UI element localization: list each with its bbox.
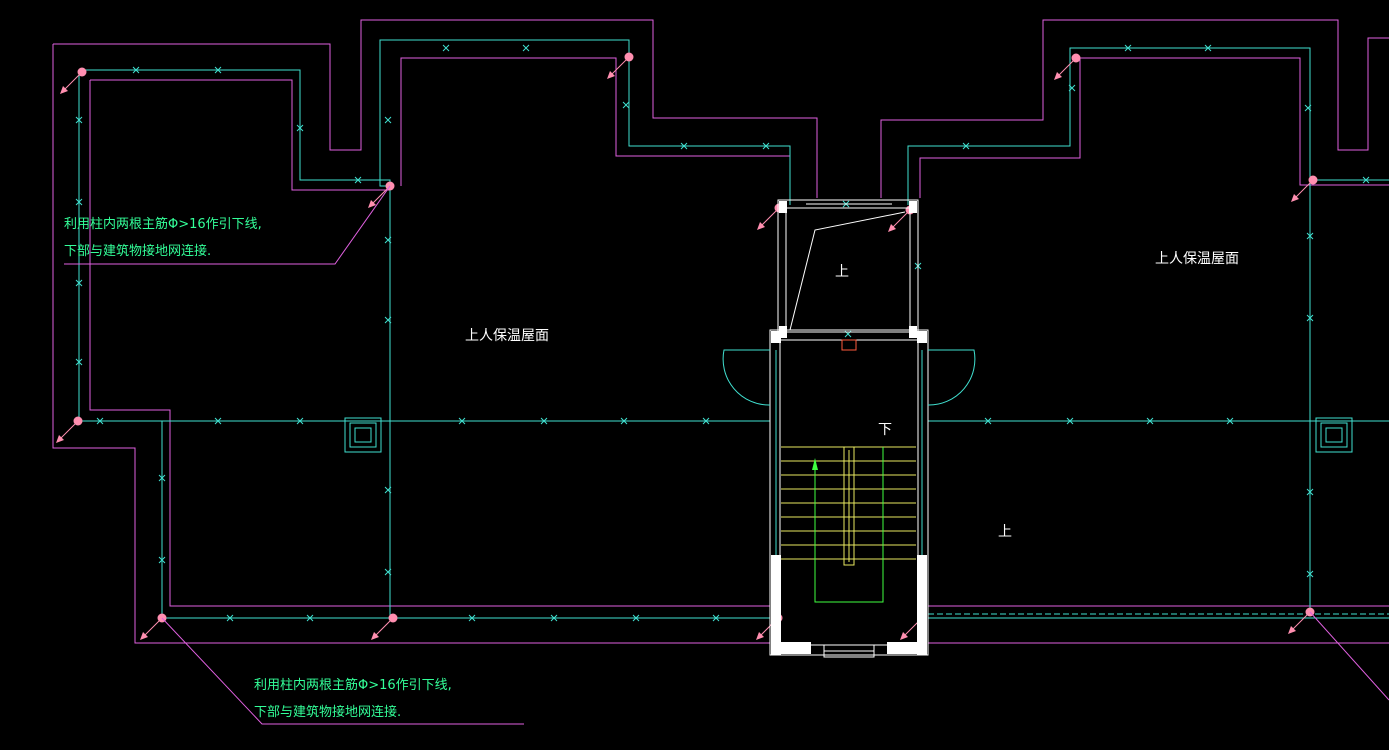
down-conductor-arrowhead — [607, 71, 615, 79]
support-x-marker — [1204, 44, 1212, 52]
lightning-conductor-network — [78, 39, 1389, 620]
down-conductor-point[interactable] — [1071, 53, 1081, 63]
stair-up-label-right: 上 — [998, 524, 1012, 540]
support-x-marker — [632, 614, 640, 622]
down-conductor-arrowhead — [900, 632, 908, 640]
stair-up-label-top: 上 — [835, 264, 849, 280]
support-x-marker — [354, 176, 362, 184]
stair-core — [722, 199, 976, 658]
down-conductor-arrowhead — [140, 632, 148, 640]
support-x-marker — [384, 486, 392, 494]
support-x-marker — [622, 101, 630, 109]
support-x-marker — [522, 44, 530, 52]
support-x-marker — [984, 417, 992, 425]
support-x-marker — [96, 417, 104, 425]
support-x-marker — [296, 124, 304, 132]
support-x-marker — [1124, 44, 1132, 52]
support-x-marker — [132, 66, 140, 74]
support-x-marker — [75, 358, 83, 366]
support-x-marker — [1306, 232, 1314, 240]
down-conductor-point[interactable] — [624, 52, 634, 62]
down-conductor-arrowhead — [1288, 626, 1296, 634]
support-x-marker — [712, 614, 720, 622]
note-leaders — [64, 185, 1389, 725]
support-x-marker — [702, 417, 710, 425]
support-x-marker — [384, 316, 392, 324]
support-x-marker — [540, 417, 548, 425]
down-conductor-arrowhead — [371, 632, 379, 640]
down-conductor-points — [56, 52, 1318, 640]
support-x-marker — [1226, 417, 1234, 425]
support-x-marker — [550, 614, 558, 622]
note-bottom-line2: 下部与建筑物接地网连接. — [254, 704, 401, 720]
support-x-marker — [762, 142, 770, 150]
note-top-line1: 利用柱内两根主筋Φ>16作引下线, — [64, 216, 262, 232]
support-x-marker — [75, 279, 83, 287]
down-conductor-point[interactable] — [1308, 175, 1318, 185]
note-top-line2: 下部与建筑物接地网连接. — [64, 243, 211, 259]
support-x-marker — [1306, 570, 1314, 578]
support-x-marker — [442, 44, 450, 52]
down-conductor-arrowhead — [368, 200, 376, 208]
note-bottom-line1: 利用柱内两根主筋Φ>16作引下线, — [254, 677, 452, 693]
support-x-marker — [458, 417, 466, 425]
down-conductor-arrowhead — [757, 222, 765, 230]
support-x-marker — [1068, 84, 1076, 92]
support-x-marker — [214, 417, 222, 425]
building-outline — [52, 19, 1389, 644]
support-x-marker — [306, 614, 314, 622]
down-conductor-point[interactable] — [77, 67, 87, 77]
support-x-marker — [1066, 417, 1074, 425]
conductor-support-markers — [75, 44, 1370, 622]
down-conductor-arrowhead — [60, 86, 68, 94]
support-x-marker — [1306, 488, 1314, 496]
down-conductor-arrowhead — [56, 435, 64, 443]
down-conductor-arrowhead — [1054, 72, 1062, 80]
roof-label-left: 上人保温屋面 — [465, 328, 549, 344]
support-x-marker — [1306, 314, 1314, 322]
support-x-marker — [620, 417, 628, 425]
column-box-right — [1315, 417, 1353, 453]
support-x-marker — [680, 142, 688, 150]
roof-label-right: 上人保温屋面 — [1155, 251, 1239, 267]
support-x-marker — [962, 142, 970, 150]
support-x-marker — [226, 614, 234, 622]
support-x-marker — [1146, 417, 1154, 425]
stair-down-label: 下 — [878, 422, 892, 438]
support-x-marker — [468, 614, 476, 622]
down-conductor-arrowhead — [756, 632, 764, 640]
support-x-marker — [158, 474, 166, 482]
down-conductor-arrowhead — [1291, 194, 1299, 202]
support-x-marker — [384, 236, 392, 244]
support-x-marker — [1304, 104, 1312, 112]
support-x-marker — [296, 417, 304, 425]
column-box-left — [344, 417, 382, 453]
down-conductor-point[interactable] — [73, 416, 83, 426]
support-x-marker — [75, 198, 83, 206]
support-x-marker — [1362, 176, 1370, 184]
support-x-marker — [214, 66, 222, 74]
support-x-marker — [75, 116, 83, 124]
down-conductor-arrowhead — [888, 224, 896, 232]
support-x-marker — [158, 556, 166, 564]
stair-treads — [781, 446, 916, 566]
down-conductor-point[interactable] — [388, 613, 398, 623]
support-x-marker — [384, 568, 392, 576]
support-x-marker — [384, 116, 392, 124]
